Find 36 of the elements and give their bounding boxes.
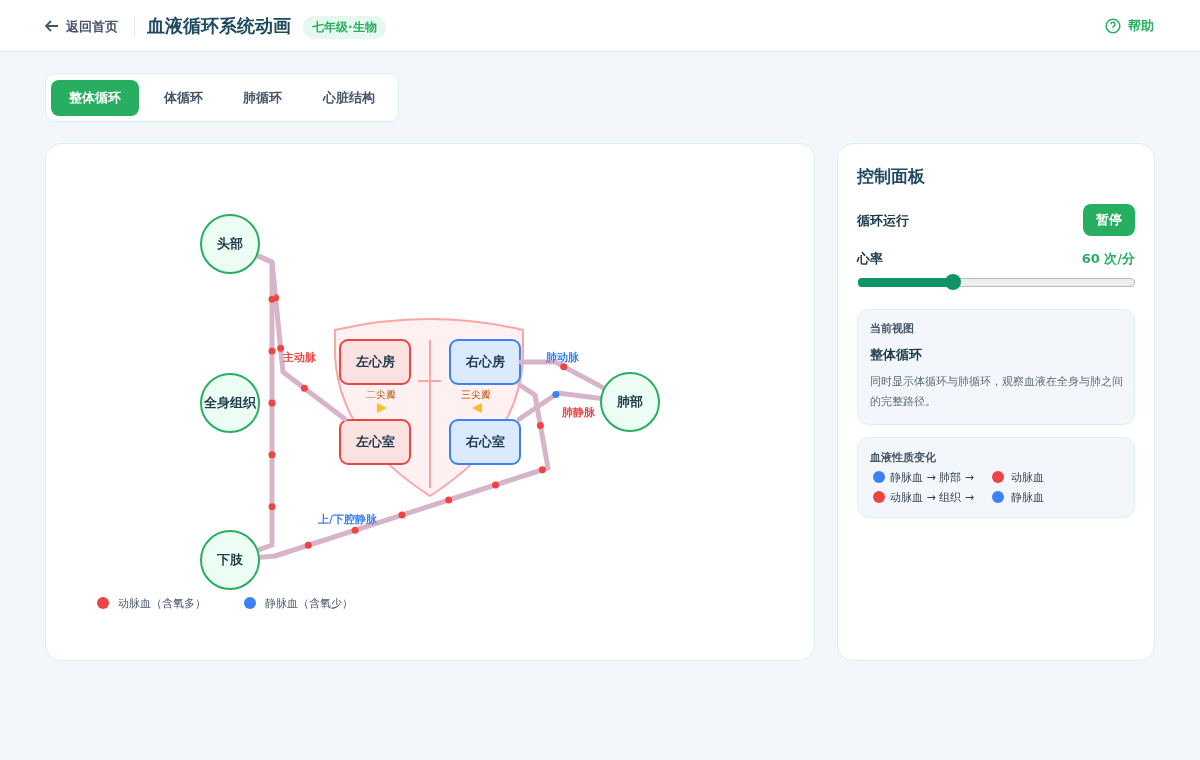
vessel-label: 上/下腔静脉 bbox=[318, 512, 378, 527]
valve-label: 三尖瓣 bbox=[461, 388, 491, 402]
section-label: 当前视图 bbox=[870, 321, 914, 336]
blood-change-text: 静脉血 bbox=[1011, 490, 1044, 505]
blood-vessel bbox=[258, 382, 551, 560]
heart-chamber: 右心室 bbox=[449, 419, 521, 465]
view-name: 整体循环 bbox=[870, 346, 922, 364]
grade-badge: 七年级·生物 bbox=[303, 16, 386, 39]
tab: 心脏结构 bbox=[303, 80, 395, 116]
section-label: 血液性质变化 bbox=[870, 450, 936, 465]
control-label: 心率 bbox=[857, 250, 883, 268]
heart-chamber: 左心室 bbox=[339, 419, 411, 465]
panel-title: 控制面板 bbox=[857, 165, 925, 188]
vessel-label: 主动脉 bbox=[283, 350, 316, 365]
page-title: 血液循环系统动画 bbox=[147, 14, 291, 38]
blood-change-text: 动脉血 → 组织 → bbox=[890, 490, 974, 505]
vessel-label: 肺动脉 bbox=[546, 350, 579, 365]
pause-button: 暂停 bbox=[1083, 204, 1135, 236]
heart-outline bbox=[333, 316, 525, 498]
blood-vessel bbox=[256, 253, 275, 553]
blood-vessel bbox=[516, 390, 602, 422]
heart-chamber: 右心房 bbox=[449, 339, 521, 385]
heart-chamber: 左心房 bbox=[339, 339, 411, 385]
blood-change-text: 静脉血 → 肺部 → bbox=[890, 470, 974, 485]
legend-text: 静脉血（含氧少） bbox=[265, 596, 353, 611]
tab: 整体循环 bbox=[51, 80, 139, 116]
legend-text: 动脉血（含氧多） bbox=[118, 596, 206, 611]
view-description: 同时显示体循环与肺循环，观察血液在全身与肺之间的完整路径。 bbox=[870, 374, 1124, 410]
control-label: 循环运行 bbox=[857, 212, 909, 230]
heart-rate-value: 60 次/分 bbox=[1081, 250, 1135, 268]
blood-change-text: 动脉血 bbox=[1011, 470, 1044, 485]
back-link: 返回首页 bbox=[66, 18, 118, 36]
vessel-label: 肺静脉 bbox=[562, 405, 595, 420]
blood-vessel bbox=[518, 359, 606, 390]
help-link: 帮助 bbox=[1128, 17, 1154, 35]
valve-label: 二尖瓣 bbox=[366, 388, 396, 402]
